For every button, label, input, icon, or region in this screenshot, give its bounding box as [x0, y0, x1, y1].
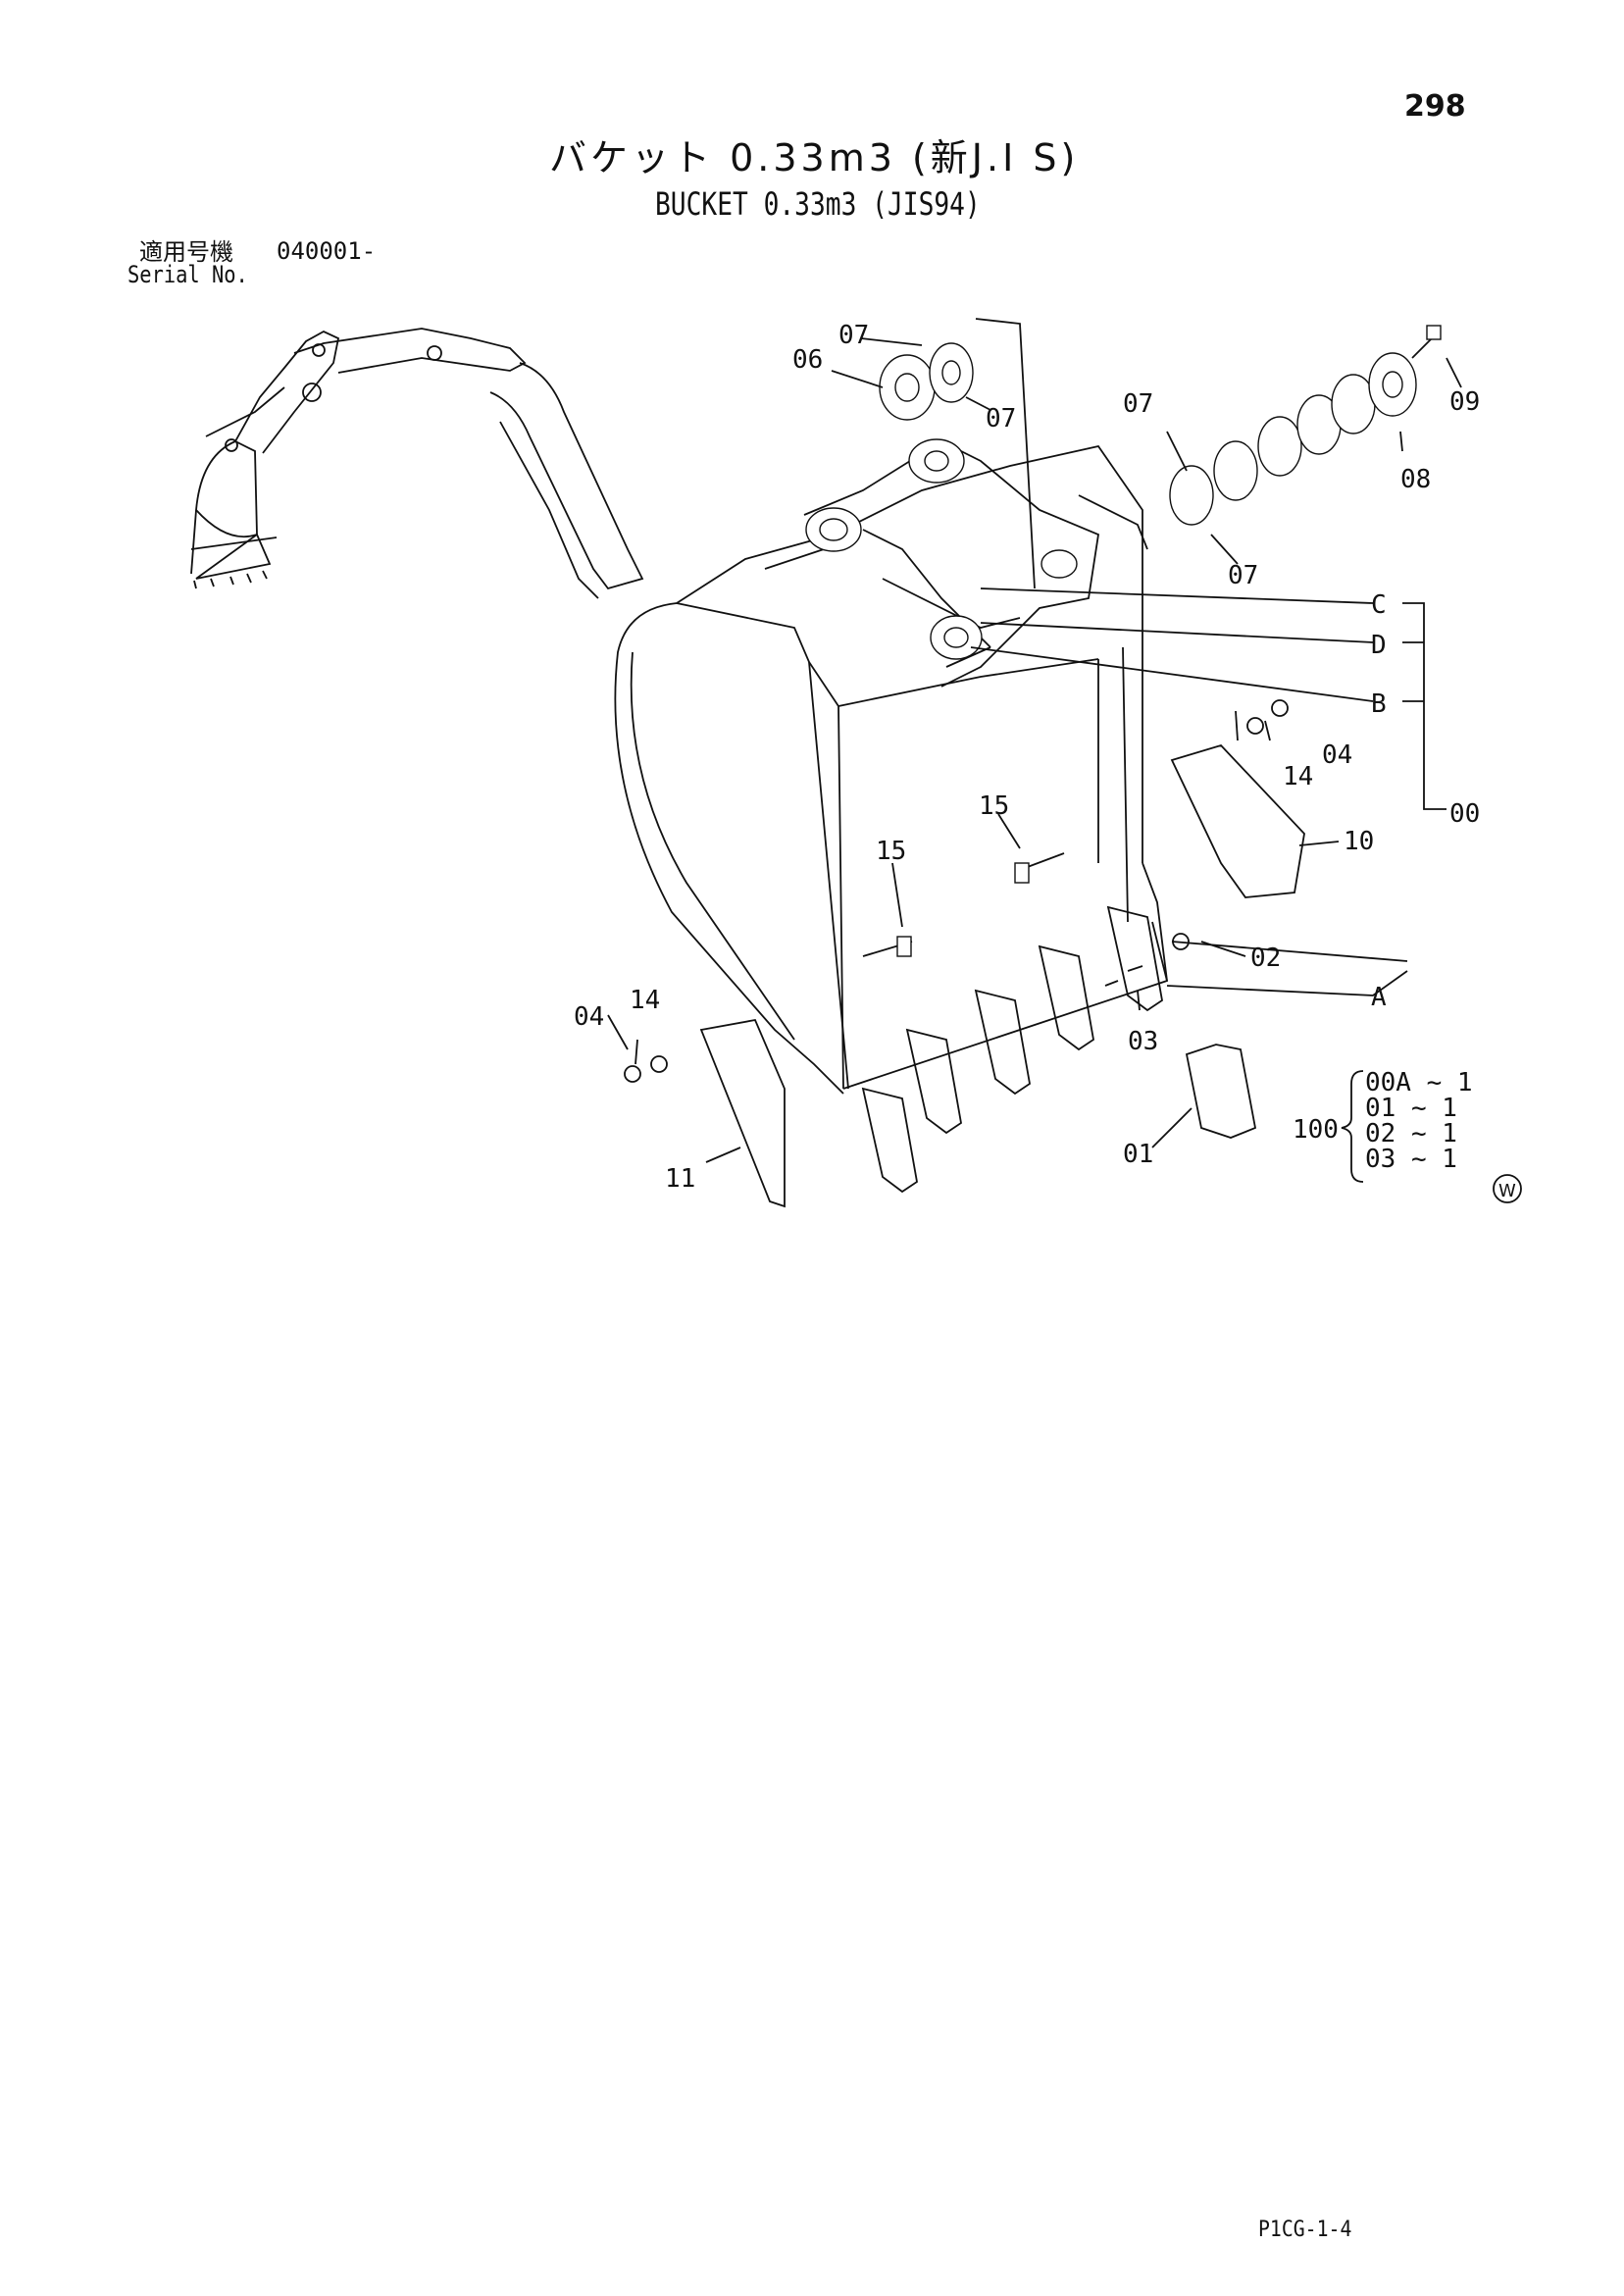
callout-A: A [1371, 983, 1387, 1012]
bucket-body-illustration [614, 438, 1305, 1208]
callout-02: 02 [1250, 944, 1281, 973]
callout-14: 14 [630, 986, 660, 1015]
callout-03: 03 [1128, 1027, 1158, 1056]
callout-07: 07 [986, 404, 1016, 434]
w-mark: W [1493, 1174, 1522, 1203]
callout-08: 08 [1400, 465, 1431, 494]
callout-15: 15 [979, 791, 1009, 821]
callout-00: 00 [1449, 799, 1480, 829]
callout-07: 07 [1123, 389, 1153, 419]
callout-04: 04 [574, 1002, 604, 1032]
serial-label-english: Serial No. [127, 261, 248, 288]
kit-item: 03 ~ 1 [1365, 1145, 1457, 1174]
shim-stack-illustration [879, 325, 1442, 526]
callout-07: 07 [838, 321, 869, 350]
w-mark-letter: W [1498, 1181, 1516, 1201]
callout-04: 04 [1322, 740, 1352, 770]
kit-number: 100 [1293, 1115, 1339, 1145]
kit-item: 02 ~ 1 [1365, 1119, 1457, 1148]
serial-number-value: 040001- [277, 237, 377, 265]
serial-label-japanese: 適用号機 [139, 238, 233, 266]
callout-14: 14 [1283, 762, 1313, 791]
callout-10: 10 [1344, 827, 1374, 856]
callout-15: 15 [876, 837, 906, 866]
callout-06: 06 [792, 345, 823, 375]
kit-item: 01 ~ 1 [1365, 1094, 1457, 1123]
callout-C: C [1371, 590, 1387, 620]
page-number: 298 [1404, 89, 1466, 124]
leader-lines [607, 318, 1462, 1163]
title-english: BUCKET 0.33m3 (JIS94) [655, 185, 981, 223]
callout-11: 11 [665, 1164, 695, 1194]
title-japanese: バケット 0.33m3 (新J.I S) [549, 136, 1080, 179]
callout-B: B [1371, 689, 1387, 719]
excavator-arm-illustration [190, 328, 644, 599]
callout-09: 09 [1449, 387, 1480, 417]
callout-D: D [1371, 631, 1387, 660]
kit-item: 00A ~ 1 [1365, 1068, 1473, 1097]
callout-01: 01 [1123, 1140, 1153, 1169]
callout-07: 07 [1228, 561, 1258, 590]
drawing-code: P1CG-1-4 [1258, 2218, 1352, 2242]
kit-list: 100 00A ~ 1 01 ~ 1 02 ~ 1 03 ~ 1 [1293, 1068, 1473, 1183]
